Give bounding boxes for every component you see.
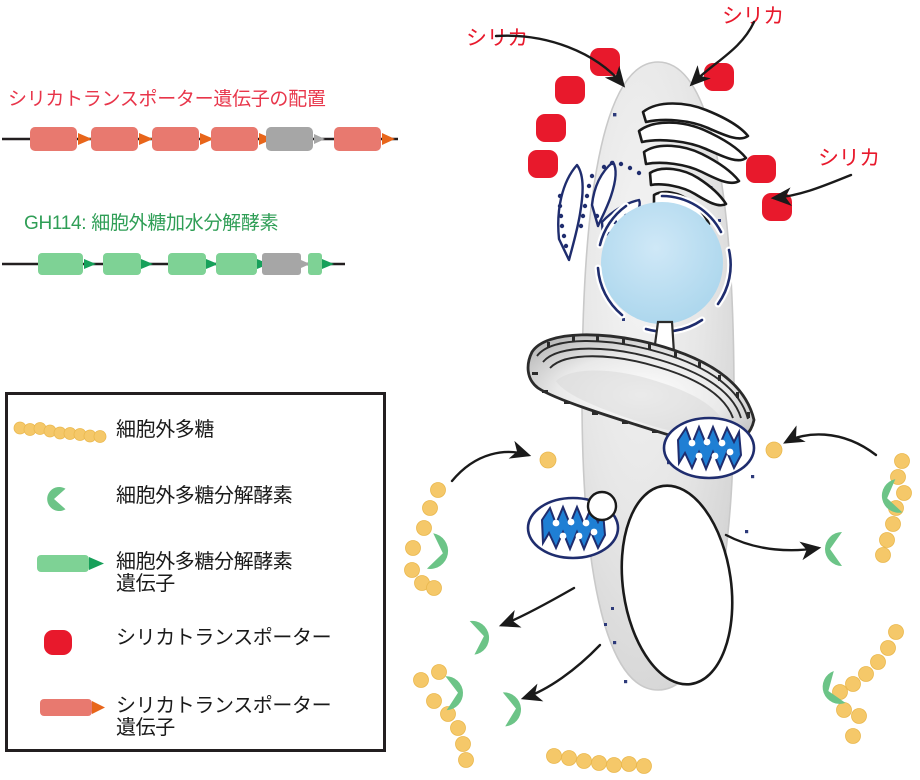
- legend-label-transporter-gene: シリカトランスポーター 遺伝子: [116, 695, 332, 740]
- cell-diagram-svg: [404, 20, 912, 774]
- gene-arrow-icon: [382, 133, 395, 145]
- silica-transporter-gene-icon: [40, 699, 105, 716]
- legend-glyph-slot: [8, 484, 108, 514]
- silica-transporter-icon: [746, 155, 776, 183]
- gene-arrow-icon: [200, 133, 214, 145]
- pseudogene-arrow-icon: [314, 134, 325, 144]
- legend-glyph-slot: [8, 550, 108, 576]
- gene-arrow-icon: [78, 133, 92, 145]
- legend-box: [5, 392, 386, 752]
- secretion-arrow-right: [724, 533, 822, 561]
- legend-label-transporter: シリカトランスポーター: [116, 627, 332, 649]
- secretion-arrow-left-2: [520, 643, 602, 702]
- gene-box: [38, 253, 83, 275]
- silica-gene-panel-title: シリカトランスポーター遺伝子の配置: [8, 89, 326, 110]
- legend-item-transporter: シリカトランスポーター: [8, 626, 332, 658]
- legend-glyph-slot: [8, 626, 108, 658]
- polysaccharide-chain: [832, 624, 904, 744]
- nucleus: [594, 192, 735, 355]
- silica-callout-label-3: シリカ: [818, 147, 880, 170]
- vacuole: [620, 484, 734, 686]
- secretion-arrows: [450, 425, 878, 702]
- gene-box: [91, 127, 138, 151]
- polysaccharide-chain: [413, 664, 474, 768]
- silica-callout-label-2: シリカ: [722, 5, 784, 28]
- polysaccharide-monomer: [539, 441, 783, 469]
- gene-box: [30, 127, 77, 151]
- silica-transporter-gene-track: [0, 122, 400, 161]
- hydrolase-gene-icon: [37, 555, 104, 572]
- gene-box: [152, 127, 199, 151]
- hydrolase-enzyme-icon: [445, 676, 463, 711]
- silica-arrow-1: [494, 34, 626, 88]
- gene-arrow-icon: [322, 259, 334, 269]
- gene-arrow-icon: [139, 133, 153, 145]
- pseudogene-box: [262, 253, 301, 275]
- pseudogene-box: [266, 127, 313, 151]
- legend-label-enzyme-gene: 細胞外多糖分解酵素 遺伝子: [116, 551, 293, 596]
- legend-glyph-slot: [8, 418, 108, 448]
- hydrolase-enzyme-icon: [426, 533, 449, 569]
- hydrolase-enzyme-icon: [822, 670, 846, 704]
- legend-item-transporter-gene: シリカトランスポーター 遺伝子: [8, 694, 332, 740]
- vesicle: [586, 490, 618, 522]
- gene-box: [308, 253, 322, 275]
- gh114-gene-panel-title: GH114: 細胞外糖加水分解酵素: [24, 213, 279, 234]
- silica-transporter-icon: [704, 63, 734, 91]
- silica-transporter-icon: [528, 150, 558, 178]
- pseudogene-arrow-icon: [301, 260, 310, 268]
- gene-arrow-icon: [141, 259, 153, 269]
- ribosome-dots: [557, 160, 642, 249]
- hydrolase-enzyme-icon: [502, 692, 521, 727]
- hydrolase-enzyme-icon: [469, 620, 490, 655]
- silica-arrow-3: [770, 173, 853, 207]
- hydrolase-enzyme-icon: [881, 479, 903, 513]
- polysaccharide-chain-icon: [13, 421, 107, 443]
- silica-callout-label-1: シリカ: [466, 27, 528, 50]
- cell-diagram: [396, 0, 920, 775]
- uptake-arrow-left: [450, 440, 532, 483]
- silica-transporter-icon: [44, 630, 72, 655]
- hydrolase-enzyme-icon: [825, 532, 842, 566]
- legend-label-enzyme: 細胞外多糖分解酵素: [116, 485, 293, 507]
- silica-transporter-icon: [536, 114, 566, 142]
- gene-arrow-icon: [84, 259, 96, 269]
- silica-transporter-icon: [590, 48, 620, 76]
- gh114-gene-track-svg: [2, 253, 345, 275]
- polysaccharide-chain: [546, 748, 652, 774]
- gene-box: [211, 127, 258, 151]
- silica-gene-track-svg: [2, 127, 398, 151]
- legend-label-polysaccharide: 細胞外多糖: [116, 419, 214, 441]
- legend-glyph-slot: [8, 694, 108, 720]
- legend-item-enzyme-gene: 細胞外多糖分解酵素 遺伝子: [8, 550, 293, 596]
- silica-callout-arrows: [494, 20, 853, 207]
- silica-transporter-icon: [555, 76, 585, 104]
- legend-item-enzyme: 細胞外多糖分解酵素: [8, 484, 293, 514]
- gh114-gene-track: [0, 247, 400, 286]
- gene-box: [103, 253, 141, 275]
- uptake-arrow-right: [783, 425, 878, 457]
- chloroplast: [526, 333, 756, 446]
- mitochondrion: [662, 416, 756, 480]
- gene-box: [168, 253, 206, 275]
- polysaccharide-chain: [404, 482, 446, 596]
- gene-box: [334, 127, 381, 151]
- secretion-arrow-left-1: [498, 586, 576, 628]
- gene-box: [216, 253, 257, 275]
- hydrolase-enzyme-icon: [47, 487, 66, 511]
- gene-arrow-icon: [206, 259, 218, 269]
- silica-arrow-2: [689, 20, 756, 87]
- legend-item-polysaccharide: 細胞外多糖: [8, 418, 214, 448]
